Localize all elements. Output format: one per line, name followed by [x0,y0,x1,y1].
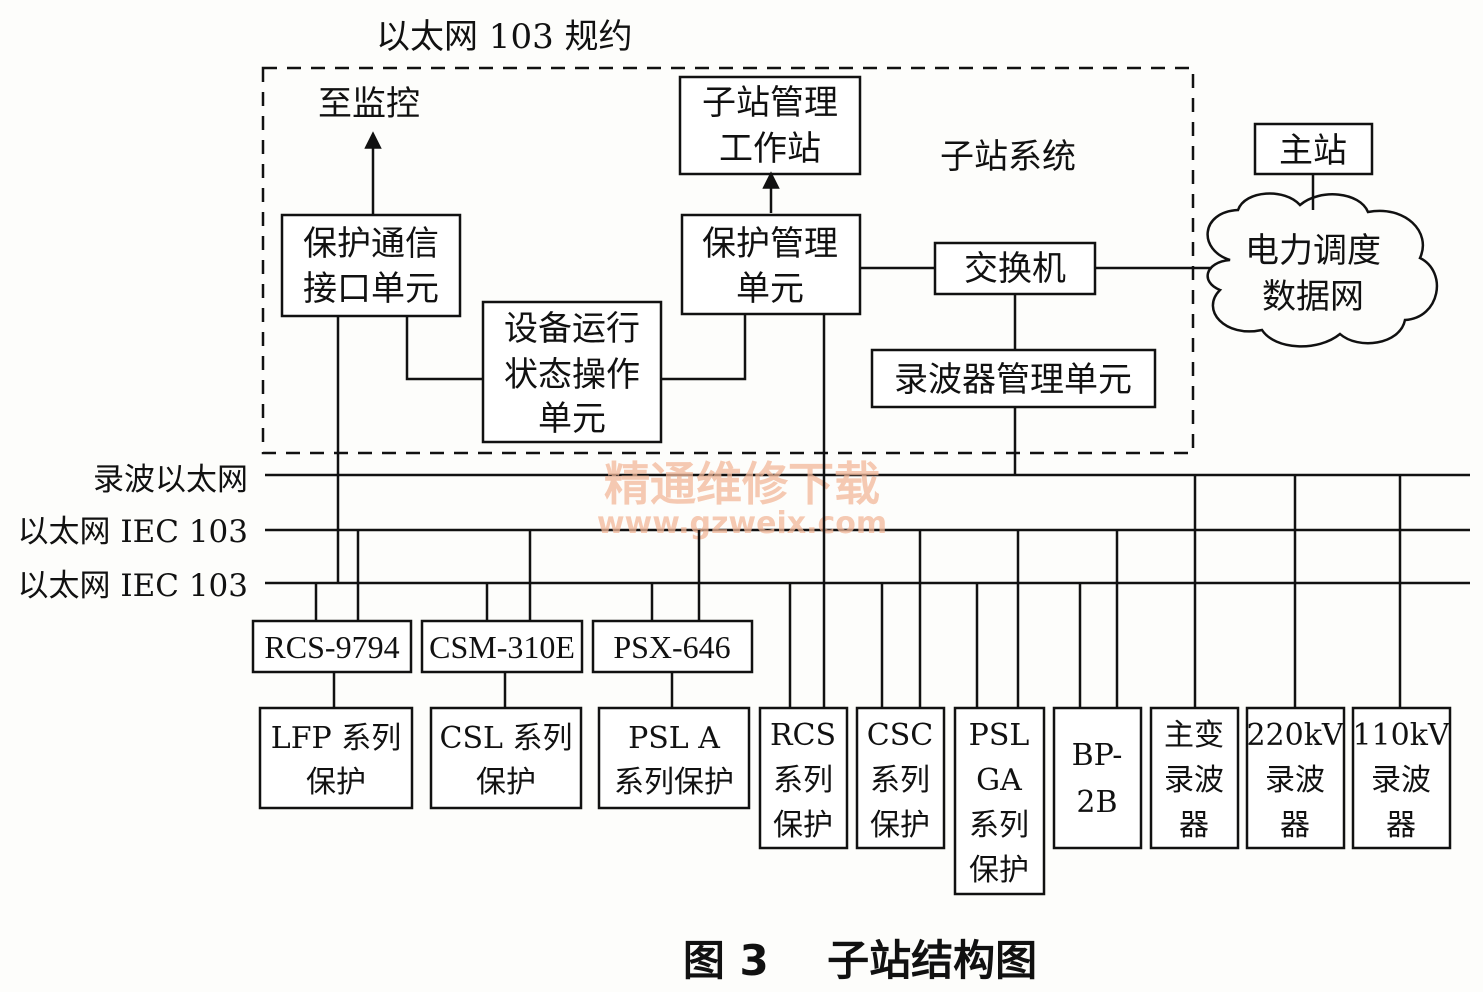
recorder-mgmt-label: 录波器管理单元 [894,360,1132,400]
converter-psx646-label: PSX-646 [613,629,730,665]
recorder-main-trans-line1: 主变 [1164,718,1224,753]
recorder-220kv-box [1245,706,1346,850]
prot-csc-line2: 系列 [870,763,930,798]
prot-csc-line3: 保护 [870,808,930,843]
prot-psla-box [597,706,751,810]
substation-system-boundary [261,66,1195,455]
mgmt-workstation-box [678,75,862,176]
converter-csm310e-label: CSM-310E [429,629,575,665]
device-op-line1: 设备运行 [504,309,640,349]
prot-csc-line1: CSC [867,718,933,753]
mgmt-ws-line2: 工作站 [719,129,821,169]
to-monitor-label: 至监控 [318,84,420,124]
recorder-main-trans-line2: 录波 [1164,763,1224,798]
prot-csl-box [429,706,583,810]
figure-caption: 图 3 子站结构图 [683,936,1037,985]
prot-rcs-line2: 系列 [773,763,833,798]
prot-lfp-box [258,706,414,810]
prot-bp2b-box [1052,706,1143,850]
bus-label-iec103-a: 以太网 IEC 103 [18,514,248,550]
recorder-main-trans-line3: 器 [1179,808,1209,843]
prot-pslga-line1: PSL [969,718,1030,753]
dispatch-net-line1: 电力调度 [1245,231,1381,271]
prot-psla-line1: PSL A [628,721,720,756]
device-op-line2: 状态操作 [504,355,640,395]
recorder-110kv-box [1351,706,1452,850]
bus-label-iec103-b: 以太网 IEC 103 [18,568,248,604]
prot-comm-box [280,213,462,318]
prot-lfp-line1: LFP 系列 [271,721,401,756]
recorder-110kv-line1: 110kV [1352,718,1450,753]
prot-pslga-line4: 保护 [969,853,1029,888]
prot-rcs-box [758,706,849,850]
prot-comm-line2: 接口单元 [303,269,439,309]
substation-system-label: 子站系统 [940,137,1076,177]
recorder-220kv-line2: 录波 [1265,763,1325,798]
prot-bp2b-line1: BP- [1072,738,1123,773]
prot-rcs-line3: 保护 [773,808,833,843]
prot-pslga-box [953,706,1046,896]
master-station-label: 主站 [1279,131,1347,171]
link-prot-mgmt-device-op [661,314,747,381]
watermark-line2: www.gzweix.com [597,506,887,541]
recorder-110kv-line3: 器 [1386,808,1416,843]
prot-mgmt-line2: 单元 [736,269,804,309]
converter-rcs9794-label: RCS-9794 [264,629,399,665]
link-prot-comm-device-op [405,316,483,381]
prot-pslga-line2: GA [976,763,1022,798]
prot-psla-line2: 系列保护 [614,765,734,800]
recorder-main-trans-box [1149,706,1240,850]
converter-csm310e [420,619,584,674]
prot-csl-line1: CSL 系列 [440,721,573,756]
prot-csl-line2: 保护 [476,765,536,800]
device-op-line3: 单元 [538,399,606,439]
master-station-box [1253,122,1374,176]
prot-comm-line1: 保护通信 [303,224,439,264]
recorder-mgmt-box [870,348,1157,409]
recorder-110kv-line2: 录波 [1371,763,1431,798]
switch-label: 交换机 [964,249,1066,289]
watermark-line1: 精通维修下载 [604,457,880,511]
dispatch-network-cloud [1206,192,1438,348]
recorder-220kv-line1: 220kV [1246,718,1344,753]
bus-label-recorder-ethernet: 录波以太网 [93,462,248,498]
prot-mgmt-box [680,213,862,316]
device-op-box [481,300,663,444]
converter-rcs9794 [251,619,413,674]
prot-lfp-line2: 保护 [306,765,366,800]
prot-mgmt-line1: 保护管理 [702,224,838,264]
prot-rcs-line1: RCS [770,718,836,753]
recorder-220kv-line3: 器 [1280,808,1310,843]
dispatch-net-line2: 数据网 [1262,277,1364,317]
prot-csc-box [855,706,946,850]
prot-pslga-line3: 系列 [969,808,1029,843]
prot-bp2b-line2: 2B [1076,785,1117,820]
protocol-label: 以太网 103 规约 [376,17,633,57]
mgmt-ws-line1: 子站管理 [702,83,838,123]
